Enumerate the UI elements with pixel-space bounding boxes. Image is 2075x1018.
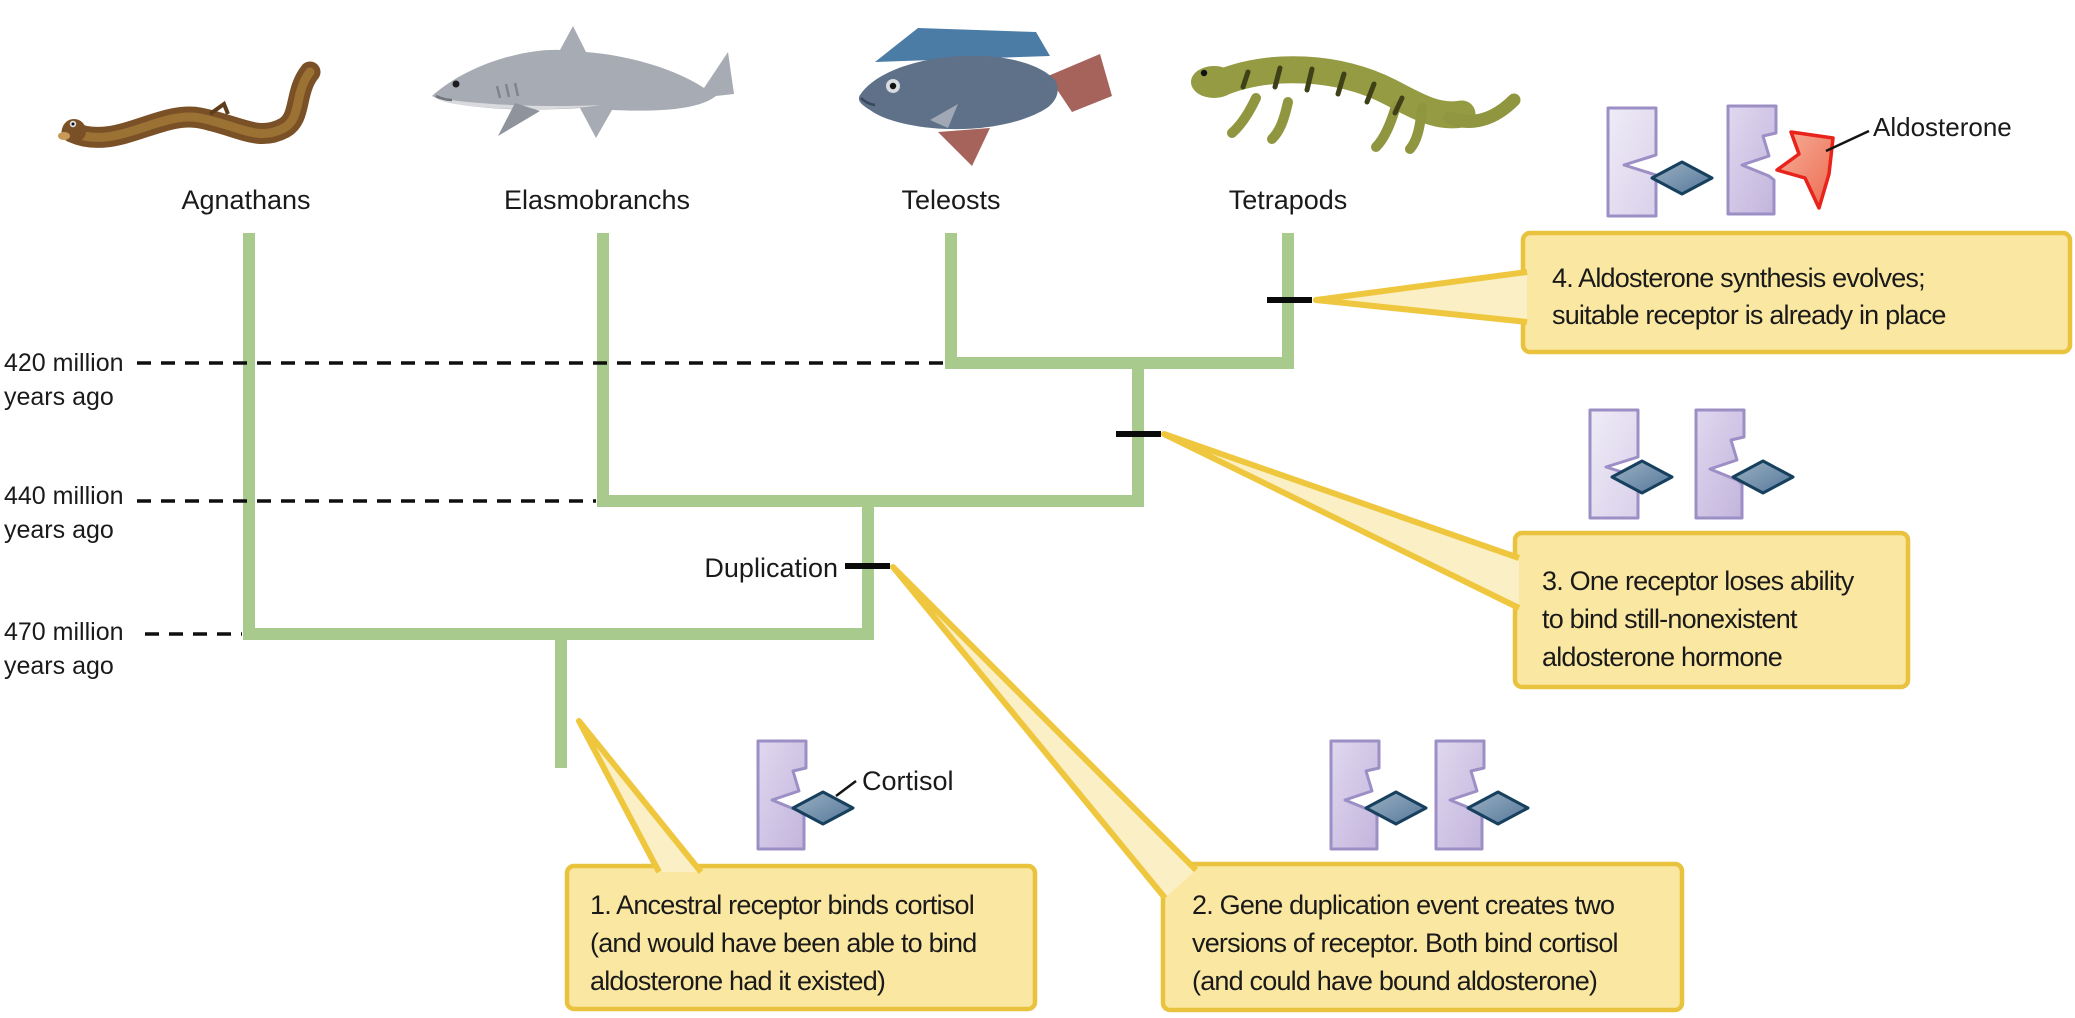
shark-belly	[438, 98, 600, 110]
salamander-head	[1191, 66, 1237, 98]
callout-leader-wedges	[576, 269, 1528, 900]
shark-illustration	[432, 26, 734, 138]
taxon-label-agnathans: Agnathans	[181, 185, 310, 215]
callout-4-line-2: suitable receptor is already in place	[1552, 300, 1946, 330]
callout-3-line-3: aldosterone hormone	[1542, 642, 1782, 672]
callout-1-line-3: aldosterone had it existed)	[590, 966, 885, 996]
receptor-icon	[1726, 104, 1778, 216]
cortisol-label: Cortisol	[862, 766, 954, 796]
teleost-dorsal-fin	[875, 28, 1050, 62]
salamander-eye	[1200, 69, 1208, 77]
receptor-icon	[1606, 106, 1658, 218]
salamander-stripes	[1240, 65, 1405, 116]
leader-wedge-4	[1316, 272, 1527, 322]
teleost-mouth	[860, 97, 876, 107]
callout-box-2	[1160, 861, 1685, 1013]
step4-receptors-aldosterone-icon: Aldosterone	[1606, 104, 2012, 218]
shark-eye	[452, 80, 460, 88]
time-label-440-line2: years ago	[4, 516, 114, 544]
receptor-icon	[1434, 739, 1486, 851]
lamprey-body-highlight	[67, 67, 315, 142]
callout-2-line-3: (and could have bound aldosterone)	[1192, 966, 1597, 996]
receptor-icon	[1329, 739, 1381, 851]
taxon-label-teleosts: Teleosts	[901, 185, 1000, 215]
receptor-icon	[756, 739, 808, 851]
step2-duplicated-receptors-icon	[1329, 739, 1530, 851]
callout-2-text: 2. Gene duplication event creates two ve…	[1192, 890, 1619, 996]
cortisol-diamond-icon	[1650, 160, 1714, 196]
leader-wedge-2	[893, 567, 1196, 898]
receptor-icon	[1588, 408, 1640, 520]
lamprey-mouth	[58, 132, 70, 140]
callout-box-3	[1512, 530, 1911, 690]
salamander-tail	[1443, 93, 1521, 128]
callout-3-text: 3. One receptor loses ability to bind st…	[1542, 566, 1856, 672]
receptor-icon	[1694, 408, 1746, 520]
shark-body	[432, 26, 734, 138]
lamprey-illustration	[58, 61, 321, 148]
time-label-470-line1: 470 million	[4, 618, 124, 646]
time-label-440-line1: 440 million	[4, 482, 124, 510]
callout-2-line-1: 2. Gene duplication event creates two	[1192, 890, 1614, 920]
shark-gills	[495, 82, 520, 99]
callout-4-text: 4. Aldosterone synthesis evolves; suitab…	[1552, 263, 1946, 330]
teleost-tail-fin	[1048, 54, 1112, 112]
teleost-pectoral-fin	[930, 104, 958, 128]
taxon-label-elasmobranchs: Elasmobranchs	[504, 185, 690, 215]
cortisol-pointer-line	[835, 780, 857, 797]
aldosterone-pointer-line	[1825, 129, 1870, 153]
time-label-420-line2: years ago	[4, 383, 114, 411]
salamander-legs	[1227, 93, 1427, 154]
shark-pectoral-fin	[498, 103, 540, 136]
callout-1-line-2: (and would have been able to bind	[590, 928, 976, 958]
timeline-labels: 420 million years ago 440 million years …	[4, 349, 124, 680]
duplication-label: Duplication	[704, 553, 838, 583]
phylogenetic-tree-branches	[243, 233, 1294, 768]
time-label-470-line2: years ago	[4, 652, 114, 680]
aldosterone-label: Aldosterone	[1873, 112, 2012, 142]
callout-3-line-1: 3. One receptor loses ability	[1542, 566, 1855, 596]
salamander-illustration	[1191, 56, 1521, 154]
teleost-body	[858, 55, 1058, 130]
teleost-fish-illustration	[858, 28, 1112, 166]
callout-4-line-1: 4. Aldosterone synthesis evolves;	[1552, 263, 1925, 293]
step3-diverged-receptors-icon	[1588, 408, 1795, 520]
callout-box-1	[564, 863, 1038, 1012]
callout-3-line-2: to bind still-nonexistent	[1542, 604, 1798, 634]
callout-2-line-2: versions of receptor. Both bind cortisol	[1192, 928, 1618, 958]
teleost-anal-fin	[938, 128, 990, 166]
callout-1-line-1: 1. Ancestral receptor binds cortisol	[590, 890, 974, 920]
shark-mouth	[435, 94, 453, 102]
aldosterone-ligand-icon	[1775, 130, 1835, 210]
callout-1-text: 1. Ancestral receptor binds cortisol (an…	[590, 890, 977, 996]
time-label-420-line1: 420 million	[4, 349, 124, 377]
taxon-label-tetrapods: Tetrapods	[1229, 185, 1348, 215]
step1-ancestral-receptor-icon: Cortisol	[756, 739, 954, 851]
lamprey-dorsal-fin	[208, 100, 230, 116]
